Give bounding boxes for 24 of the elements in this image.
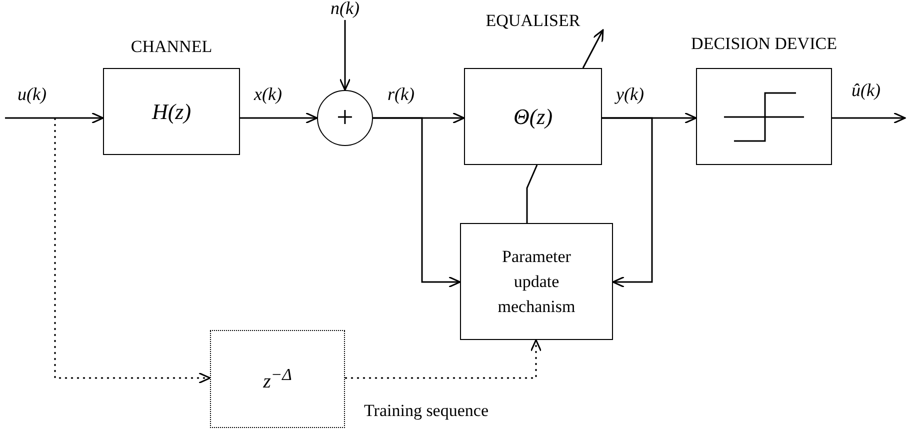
- r-label: r(k): [388, 84, 414, 105]
- y-label: y(k): [616, 84, 644, 105]
- connector-arrow: [345, 339, 542, 379]
- training-sequence-label: Training sequence: [364, 401, 488, 421]
- output-label: û(k): [852, 80, 880, 101]
- connector-arrow: [373, 117, 461, 288]
- connector-arrow: [602, 117, 653, 288]
- connector-arrow: [54, 118, 211, 384]
- plus-sign: +: [336, 103, 354, 133]
- n-label: n(k): [330, 0, 360, 19]
- connector-arrow: [5, 112, 104, 124]
- connector-arrow: [832, 112, 906, 124]
- u-label: u(k): [18, 84, 46, 105]
- delay-operator: z$^{−Δ}$: [263, 364, 292, 394]
- connector-arrow: [339, 20, 351, 91]
- block-label: Parameter update mechanism: [496, 246, 576, 318]
- parameter-update-block: [460, 223, 613, 340]
- transfer-function: H(z): [152, 98, 192, 124]
- block-title: CHANNEL: [130, 37, 212, 57]
- x-label: x(k): [254, 84, 282, 105]
- connector-arrow: [240, 112, 318, 124]
- block-title: EQUALISER: [486, 11, 580, 31]
- transfer-function: Θ(z): [513, 104, 553, 130]
- block-title: DECISION DEVICE: [691, 34, 837, 54]
